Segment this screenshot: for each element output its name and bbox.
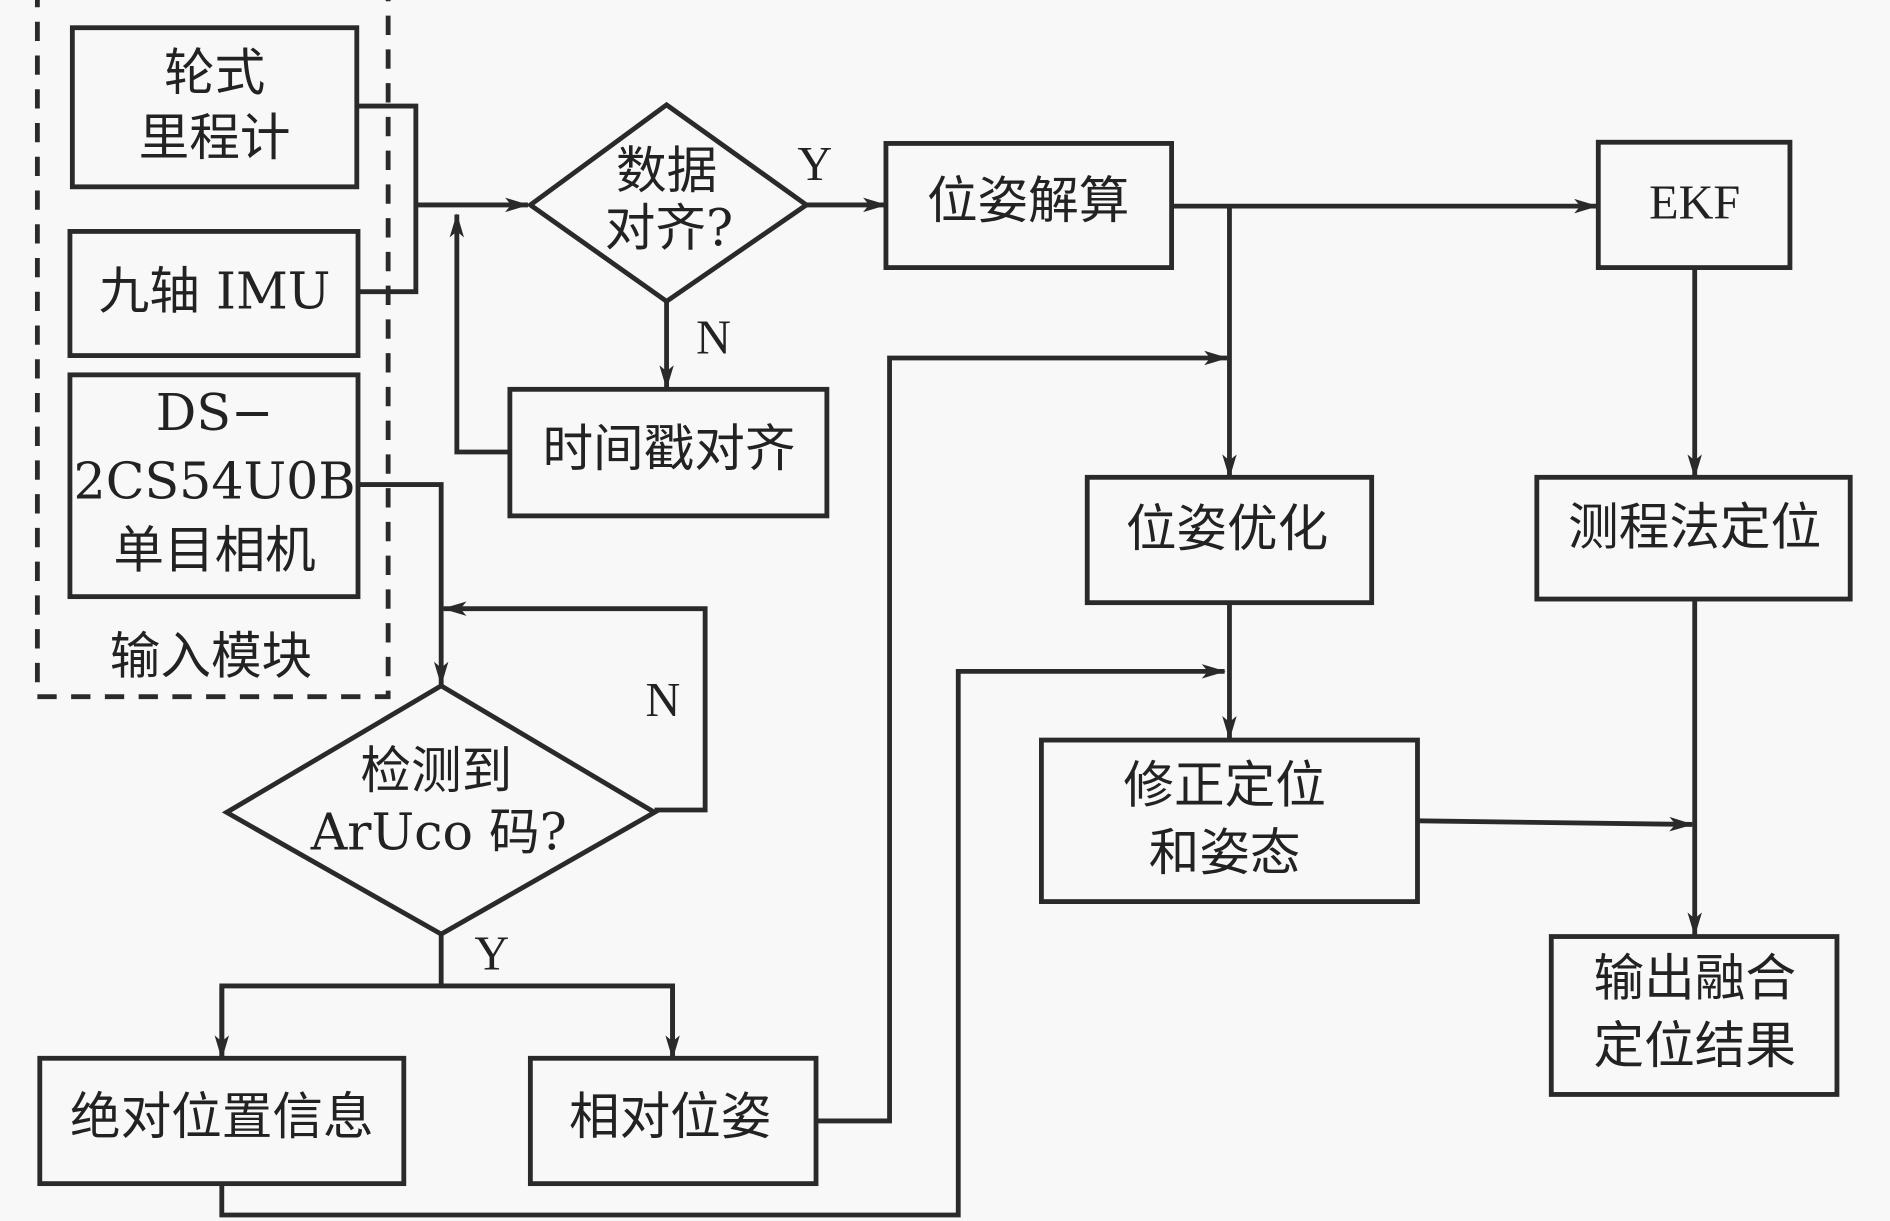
node-pose-optimization[interactable]: 位姿优化 (1084, 474, 1375, 606)
decision-data-aligned[interactable]: 数据 对齐? (526, 101, 811, 305)
edge-label-no: N (646, 674, 681, 727)
decision-label: 检测到 (360, 741, 512, 800)
edge-correct-to-output (1417, 816, 1694, 832)
edge-label-yes: Y (474, 927, 509, 980)
node-ekf[interactable]: EKF (1595, 139, 1793, 270)
node-label: 和姿态 (1149, 823, 1301, 882)
edge-timestamp-feedback (449, 213, 510, 455)
node-label: 单目相机 (113, 520, 315, 579)
node-label: 测程法定位 (1568, 498, 1821, 557)
node-odometry-localization[interactable]: 测程法定位 (1534, 474, 1853, 602)
decision-label: ArUco 码? (310, 802, 567, 861)
node-monocular-camera[interactable]: DS− 2CS54U0B 单目相机 (67, 372, 361, 600)
node-label: 轮式 (164, 43, 265, 102)
decision-label: 数据 (616, 141, 717, 200)
node-label: 修正定位 (1123, 755, 1325, 814)
node-label: EKF (1649, 176, 1740, 229)
node-pose-solve[interactable]: 位姿解算 (883, 141, 1175, 270)
node-output-result[interactable]: 输出融合 定位结果 (1548, 934, 1840, 1097)
edge-camera-to-aruco (358, 482, 449, 686)
node-label: 里程计 (139, 108, 291, 167)
node-imu[interactable]: 九轴 IMU (67, 229, 361, 358)
node-label: 位姿优化 (1126, 499, 1328, 558)
input-module-frame (34, 0, 391, 700)
edge-aruco-no-loop (442, 601, 708, 813)
decision-aruco-detected[interactable]: 检测到 ArUco 码? (221, 683, 660, 937)
edge-label-yes: Y (797, 138, 832, 191)
node-absolute-position[interactable]: 绝对位置信息 (37, 1055, 407, 1187)
node-relative-pose[interactable]: 相对位姿 (527, 1055, 819, 1187)
node-label: 输出融合 (1593, 948, 1795, 1007)
node-label: 位姿解算 (927, 171, 1129, 230)
decision-label: 对齐? (605, 199, 733, 258)
node-label: 时间戳对齐 (542, 419, 795, 478)
edge-sensors-merge (356, 103, 419, 295)
node-label: 定位结果 (1593, 1016, 1795, 1075)
node-wheel-odometer[interactable]: 轮式 里程计 (69, 25, 360, 190)
input-module-label: 输入模块 (110, 627, 312, 686)
edge-label-no: N (696, 311, 731, 364)
node-label: DS− (156, 383, 274, 442)
node-label: 九轴 IMU (99, 261, 331, 320)
edge-relative-pose-to-optimization (816, 350, 1229, 1124)
edge-yes-split (219, 983, 676, 1059)
edge-absolute-to-correct (219, 664, 1226, 1218)
node-label: 2CS54U0B (74, 452, 356, 511)
node-correct-pose[interactable]: 修正定位 和姿态 (1039, 737, 1420, 904)
node-timestamp-align[interactable]: 时间戳对齐 (507, 386, 830, 519)
node-label: 相对位姿 (569, 1087, 771, 1146)
node-label: 绝对位置信息 (70, 1087, 374, 1146)
